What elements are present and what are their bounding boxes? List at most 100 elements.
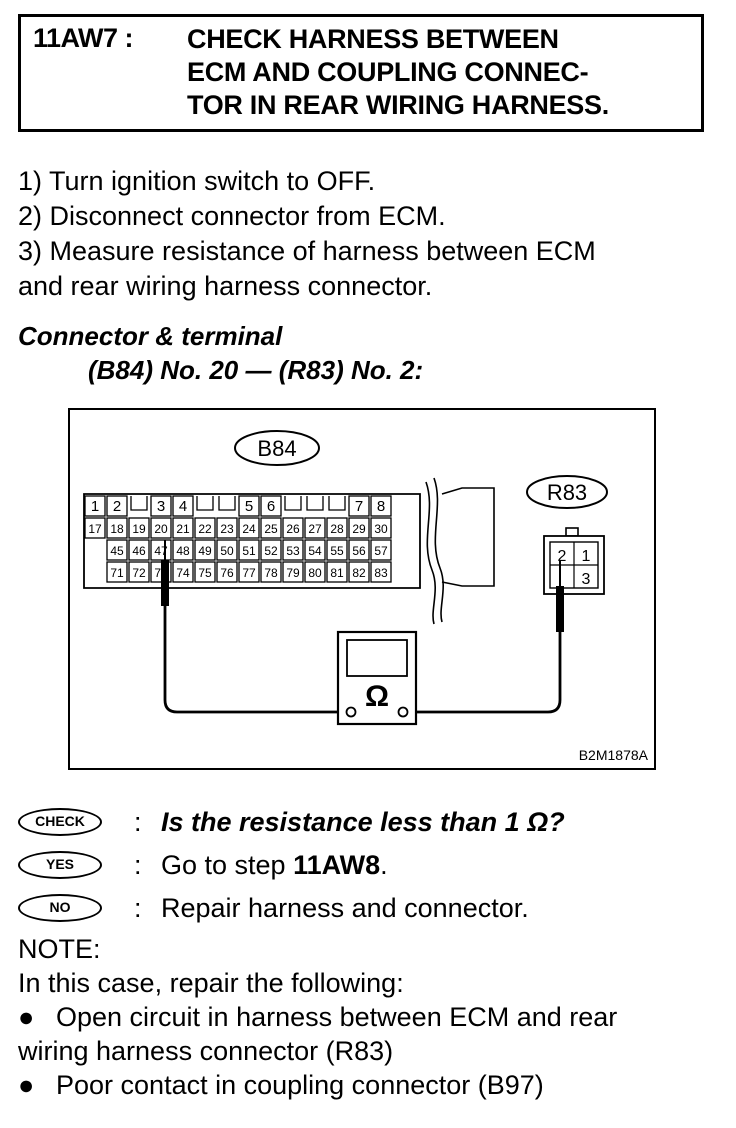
ecm-terminal-number: 83 — [374, 566, 388, 580]
ecm-terminal-cell — [238, 561, 260, 583]
check-row: CHECK : Is the resistance less than 1 Ω? — [18, 802, 728, 842]
ecm-terminal-cell — [260, 495, 282, 517]
no-badge: NO — [18, 894, 102, 922]
break-line — [425, 481, 436, 625]
ecm-terminal-number: 72 — [132, 566, 146, 580]
no-action: Repair harness and connector. — [161, 893, 529, 923]
b84-label: B84 — [257, 436, 296, 461]
ecm-terminal-cell — [348, 539, 370, 561]
ecm-terminal-cell — [348, 517, 370, 539]
ecm-terminal-number: 50 — [220, 544, 234, 558]
check-badge: CHECK — [18, 808, 102, 836]
break-line — [433, 477, 444, 623]
instruction-item: 2) Disconnect connector from ECM. — [18, 201, 446, 231]
ecm-terminal-number: 75 — [198, 566, 212, 580]
ecm-terminal-number: 26 — [286, 522, 300, 536]
ecm-terminal-number: 21 — [176, 522, 190, 536]
connector-key-notch — [306, 496, 324, 511]
yes-row: YES : Go to step 11AW8. — [18, 845, 728, 885]
ecm-terminal-cell — [194, 517, 216, 539]
connector-key-notch — [196, 496, 214, 511]
ecm-terminal-number: 18 — [110, 522, 124, 536]
colon: : — [134, 893, 142, 923]
step-header-box: 11AW7 : CHECK HARNESS BETWEEN ECM AND CO… — [18, 14, 704, 132]
connector-key-notch — [284, 496, 302, 511]
ohmmeter-display — [346, 639, 408, 677]
ecm-terminal-number: 30 — [374, 522, 388, 536]
yes-badge: YES — [18, 851, 102, 879]
step-title-line: CHECK HARNESS BETWEEN — [187, 24, 559, 54]
ecm-terminal-number: 19 — [132, 522, 146, 536]
no-row: NO : Repair harness and connector. — [18, 888, 728, 928]
ecm-terminal-cell — [172, 495, 194, 517]
ecm-terminal-cell — [370, 539, 392, 561]
yes-action-prefix: Go to step — [161, 850, 294, 880]
test-lead-r83 — [407, 632, 562, 714]
ecm-terminal-cell — [216, 517, 238, 539]
ecm-terminal-number: 5 — [245, 498, 253, 515]
step-title-line: TOR IN REAR WIRING HARNESS. — [187, 90, 609, 120]
ecm-terminal-number: 71 — [110, 566, 124, 580]
ecm-terminal-cell — [216, 561, 238, 583]
ecm-terminal-number: 56 — [352, 544, 366, 558]
ecm-terminal-cell — [238, 517, 260, 539]
ecm-terminal-number: 2 — [113, 498, 121, 515]
ecm-terminal-cell — [106, 495, 128, 517]
ecm-terminal-number: 24 — [242, 522, 256, 536]
ecm-terminal-number: 46 — [132, 544, 146, 558]
ecm-terminal-cell — [238, 539, 260, 561]
ecm-terminal-number: 49 — [198, 544, 212, 558]
ecm-terminal-cell — [84, 517, 106, 539]
ecm-terminal-cell — [150, 495, 172, 517]
ecm-terminal-cell — [348, 561, 370, 583]
ecm-terminal-cell — [370, 517, 392, 539]
instruction-list: 1) Turn ignition switch to OFF. 2) Disco… — [18, 164, 718, 304]
connector-terminal-detail: (B84) No. 20 — (R83) No. 2: — [88, 355, 424, 385]
instruction-item: 1) Turn ignition switch to OFF. — [18, 166, 376, 196]
ecm-connector-tail — [441, 487, 495, 587]
ecm-terminal-cell — [304, 517, 326, 539]
ecm-terminal-cell — [326, 517, 348, 539]
ecm-terminal-cell — [326, 561, 348, 583]
ecm-terminal-cell — [194, 561, 216, 583]
ecm-terminal-cell — [106, 517, 128, 539]
step-title: CHECK HARNESS BETWEEN ECM AND COUPLING C… — [187, 23, 697, 122]
note-bullet-continuation: wiring harness connector (R83) — [18, 1036, 394, 1066]
r83-label: R83 — [547, 480, 587, 505]
ecm-terminal-number: 79 — [286, 566, 300, 580]
ecm-terminal-number: 76 — [220, 566, 234, 580]
ecm-terminal-number: 8 — [377, 498, 385, 515]
ecm-terminal-number: 77 — [242, 566, 256, 580]
ecm-terminal-number: 78 — [264, 566, 278, 580]
note-heading: NOTE: — [18, 934, 101, 964]
ecm-terminal-cell — [260, 561, 282, 583]
ecm-terminal-number: 45 — [110, 544, 124, 558]
ecm-terminal-number: 23 — [220, 522, 234, 536]
ecm-probe — [161, 560, 169, 606]
ecm-terminal-cell — [238, 495, 260, 517]
bullet-glyph: ● — [18, 1070, 35, 1100]
ohm-symbol: Ω — [365, 680, 389, 713]
ecm-terminal-cell — [348, 495, 370, 517]
b84-label-ellipse — [234, 430, 320, 466]
r83-probe — [556, 586, 564, 632]
ecm-terminal-number: 53 — [286, 544, 300, 558]
connector-terminal-label: Connector & terminal — [18, 321, 283, 351]
r83-terminal: 4 — [558, 571, 567, 588]
ecm-terminal-cell — [172, 561, 194, 583]
yes-action-suffix: . — [380, 850, 388, 880]
ecm-terminal-number: 25 — [264, 522, 278, 536]
bullet-glyph: ● — [18, 1002, 35, 1032]
check-question: Is the resistance less than 1 Ω? — [161, 807, 565, 837]
ecm-terminal-number: 6 — [267, 498, 275, 515]
ecm-terminal-cell — [304, 561, 326, 583]
note-bullet: ●Open circuit in harness between ECM and… — [18, 1000, 728, 1034]
ecm-terminal-cell — [172, 517, 194, 539]
ecm-terminal-cell — [84, 495, 106, 517]
ecm-terminal-cell — [172, 539, 194, 561]
ecm-terminal-number: 1 — [91, 498, 99, 515]
ecm-terminal-number: 3 — [157, 498, 165, 515]
ecm-terminal-number: 80 — [308, 566, 322, 580]
